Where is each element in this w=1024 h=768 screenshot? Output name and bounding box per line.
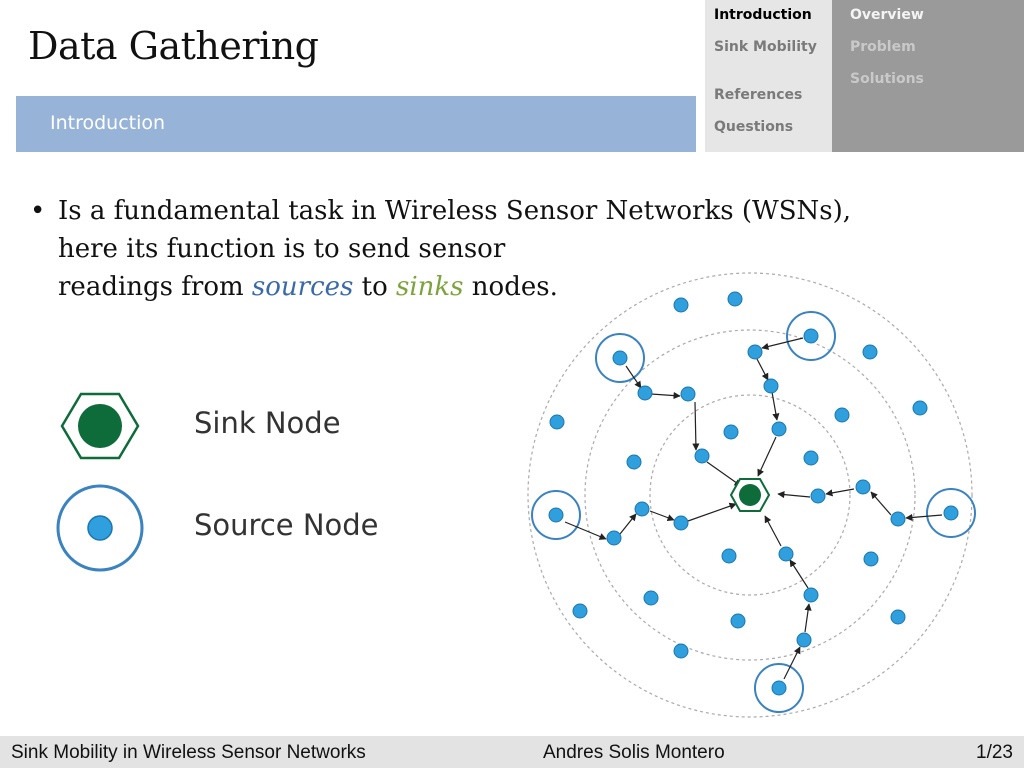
sensor-node xyxy=(549,414,565,430)
sensor-node xyxy=(834,407,850,423)
sensor-node xyxy=(673,515,689,531)
sensor-node xyxy=(723,424,739,440)
network-illustration xyxy=(56,272,976,718)
sensor-node xyxy=(912,400,928,416)
range-ring-outer xyxy=(527,272,973,718)
active-section-arrow xyxy=(820,0,834,32)
sensor-node xyxy=(572,603,588,619)
source-ring xyxy=(786,311,836,361)
sensor-node xyxy=(796,632,812,648)
bullet-line-2: here its function is to send sensor xyxy=(58,234,506,264)
source-ring xyxy=(531,490,581,540)
sensor-node xyxy=(721,548,737,564)
line3-to: to xyxy=(353,272,397,302)
range-ring-middle xyxy=(584,329,916,661)
line3-suffix: nodes. xyxy=(463,272,558,302)
sensor-nodes xyxy=(548,291,959,696)
section-title: Introduction xyxy=(50,112,166,134)
sinks-term: sinks xyxy=(396,272,464,302)
sensor-node xyxy=(747,344,763,360)
footer-page-number: 1/23 xyxy=(976,742,1013,763)
sensor-node xyxy=(730,613,746,629)
sources-term: sources xyxy=(251,272,354,302)
sensor-node xyxy=(810,488,826,504)
sensor-node xyxy=(862,344,878,360)
sensor-node xyxy=(548,507,564,523)
sensor-node xyxy=(634,501,650,517)
nav-subsection-overview[interactable]: Overview xyxy=(850,7,924,23)
source-ring xyxy=(754,663,804,713)
sensor-node xyxy=(890,609,906,625)
footer-author: Andres Solis Montero xyxy=(543,742,725,763)
source-node-legend-icon xyxy=(56,484,144,572)
legend-source-label: Source Node xyxy=(194,508,379,542)
range-ring-inner xyxy=(649,394,851,596)
sensor-node xyxy=(771,421,787,437)
sensor-node xyxy=(803,587,819,603)
sensor-node xyxy=(863,551,879,567)
data-flow-arrows xyxy=(564,337,943,680)
subsection-nav: Overview Problem Solutions xyxy=(832,0,1024,152)
sink-node-legend-icon xyxy=(60,392,140,460)
sensor-node xyxy=(763,378,779,394)
bullet-line-3: readings from sources to sinks nodes. xyxy=(58,268,558,306)
sensor-node xyxy=(694,448,710,464)
sensor-node xyxy=(643,590,659,606)
sensor-node xyxy=(606,530,622,546)
footer-bar: Sink Mobility in Wireless Sensor Network… xyxy=(0,736,1024,768)
sensor-node xyxy=(612,350,628,366)
nav-section-questions[interactable]: Questions xyxy=(714,119,794,135)
slide-title: Data Gathering xyxy=(28,24,319,68)
sensor-node xyxy=(803,450,819,466)
source-ring xyxy=(595,333,645,383)
source-ring xyxy=(926,488,976,538)
sensor-node xyxy=(943,505,959,521)
sensor-node xyxy=(778,546,794,562)
sensor-node xyxy=(803,328,819,344)
footer-presentation-title: Sink Mobility in Wireless Sensor Network… xyxy=(11,742,366,763)
legend-sink-label: Sink Node xyxy=(194,406,341,440)
nav-subsection-solutions[interactable]: Solutions xyxy=(850,71,924,87)
sensor-node xyxy=(637,385,653,401)
sensor-node xyxy=(855,479,871,495)
sensor-node xyxy=(727,291,743,307)
bullet-dot: • xyxy=(30,196,46,226)
section-nav: Introduction Sink Mobility References Qu… xyxy=(705,0,832,152)
nav-subsection-problem[interactable]: Problem xyxy=(850,39,916,55)
bullet-line-1: Is a fundamental task in Wireless Sensor… xyxy=(58,196,851,226)
sensor-node xyxy=(680,386,696,402)
sensor-node xyxy=(673,297,689,313)
sink-node xyxy=(729,478,771,512)
nav-section-sink-mobility[interactable]: Sink Mobility xyxy=(714,39,817,55)
line3-prefix: readings from xyxy=(58,272,252,302)
nav-section-introduction[interactable]: Introduction xyxy=(714,7,812,23)
section-header-bar: Introduction xyxy=(16,96,696,152)
sensor-node xyxy=(771,680,787,696)
sensor-node xyxy=(626,454,642,470)
sensor-node xyxy=(890,511,906,527)
nav-section-references[interactable]: References xyxy=(714,87,803,103)
sensor-node xyxy=(673,643,689,659)
